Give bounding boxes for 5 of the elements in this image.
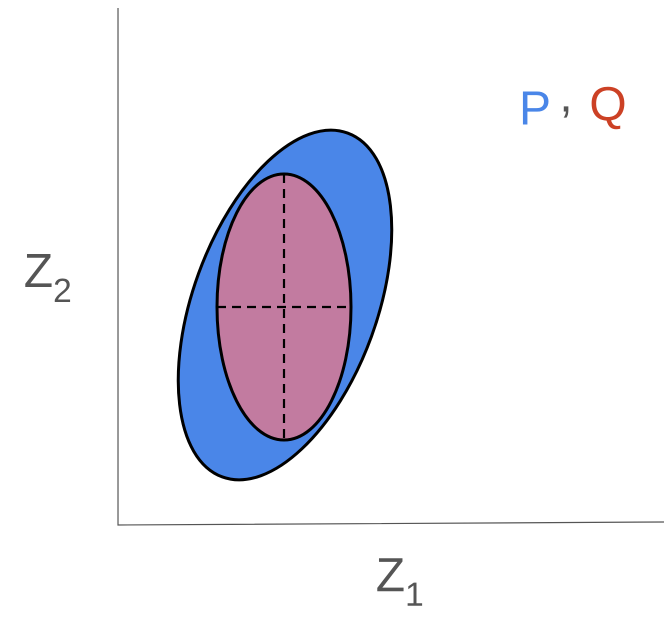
- axis-label: Z$_{1}$: [377, 558, 422, 606]
- axis-label: Z$_{2}$: [25, 254, 70, 302]
- axis-label: Q: [592, 86, 624, 130]
- axis-label: ,: [564, 106, 568, 118]
- axis-label: P: [522, 91, 548, 124]
